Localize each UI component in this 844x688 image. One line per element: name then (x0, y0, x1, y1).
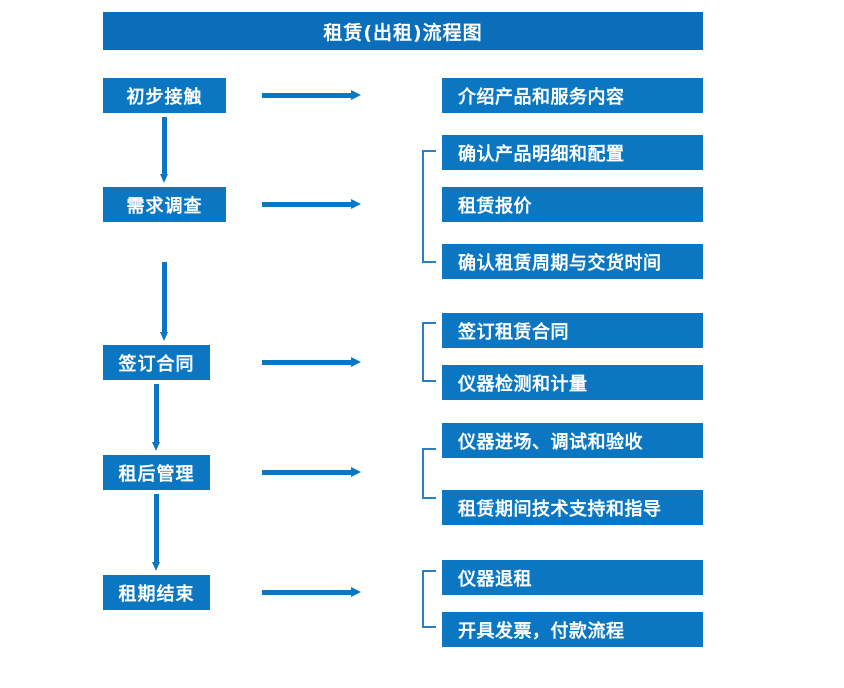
page-title: 租赁(出租)流程图 (103, 12, 703, 50)
detail-node-2[interactable]: 确认产品明细和配置 (442, 135, 703, 170)
flow-arrow-down-3 (152, 384, 161, 451)
detail-node-3[interactable]: 租赁报价 (442, 187, 703, 222)
detail-arrow-5 (262, 587, 361, 597)
flow-arrow-down-1 (160, 117, 169, 183)
stage-node-4[interactable]: 租后管理 (103, 455, 210, 490)
detail-node-4[interactable]: 确认租赁周期与交货时间 (442, 244, 703, 279)
group-bracket-2 (422, 150, 436, 263)
detail-node-8[interactable]: 租赁期间技术支持和指导 (442, 490, 703, 525)
stage-node-5[interactable]: 租期结束 (103, 575, 210, 610)
detail-arrow-4 (262, 467, 361, 477)
detail-arrow-1 (262, 90, 361, 100)
detail-node-10[interactable]: 开具发票，付款流程 (442, 612, 703, 647)
detail-node-7[interactable]: 仪器进场、调试和验收 (442, 423, 703, 458)
group-bracket-5 (422, 570, 436, 628)
stage-node-2[interactable]: 需求调查 (103, 187, 226, 222)
detail-node-6[interactable]: 仪器检测和计量 (442, 365, 703, 400)
detail-arrow-3 (262, 357, 361, 367)
detail-node-1[interactable]: 介绍产品和服务内容 (442, 78, 703, 113)
group-bracket-3 (422, 322, 436, 382)
group-bracket-4 (422, 448, 436, 499)
flow-arrow-down-2 (160, 262, 169, 341)
stage-node-1[interactable]: 初步接触 (103, 78, 226, 113)
stage-node-3[interactable]: 签订合同 (103, 345, 210, 380)
detail-node-5[interactable]: 签订租赁合同 (442, 313, 703, 348)
flow-arrow-down-4 (152, 494, 161, 571)
detail-arrow-2 (262, 199, 361, 209)
detail-node-9[interactable]: 仪器退租 (442, 560, 703, 595)
